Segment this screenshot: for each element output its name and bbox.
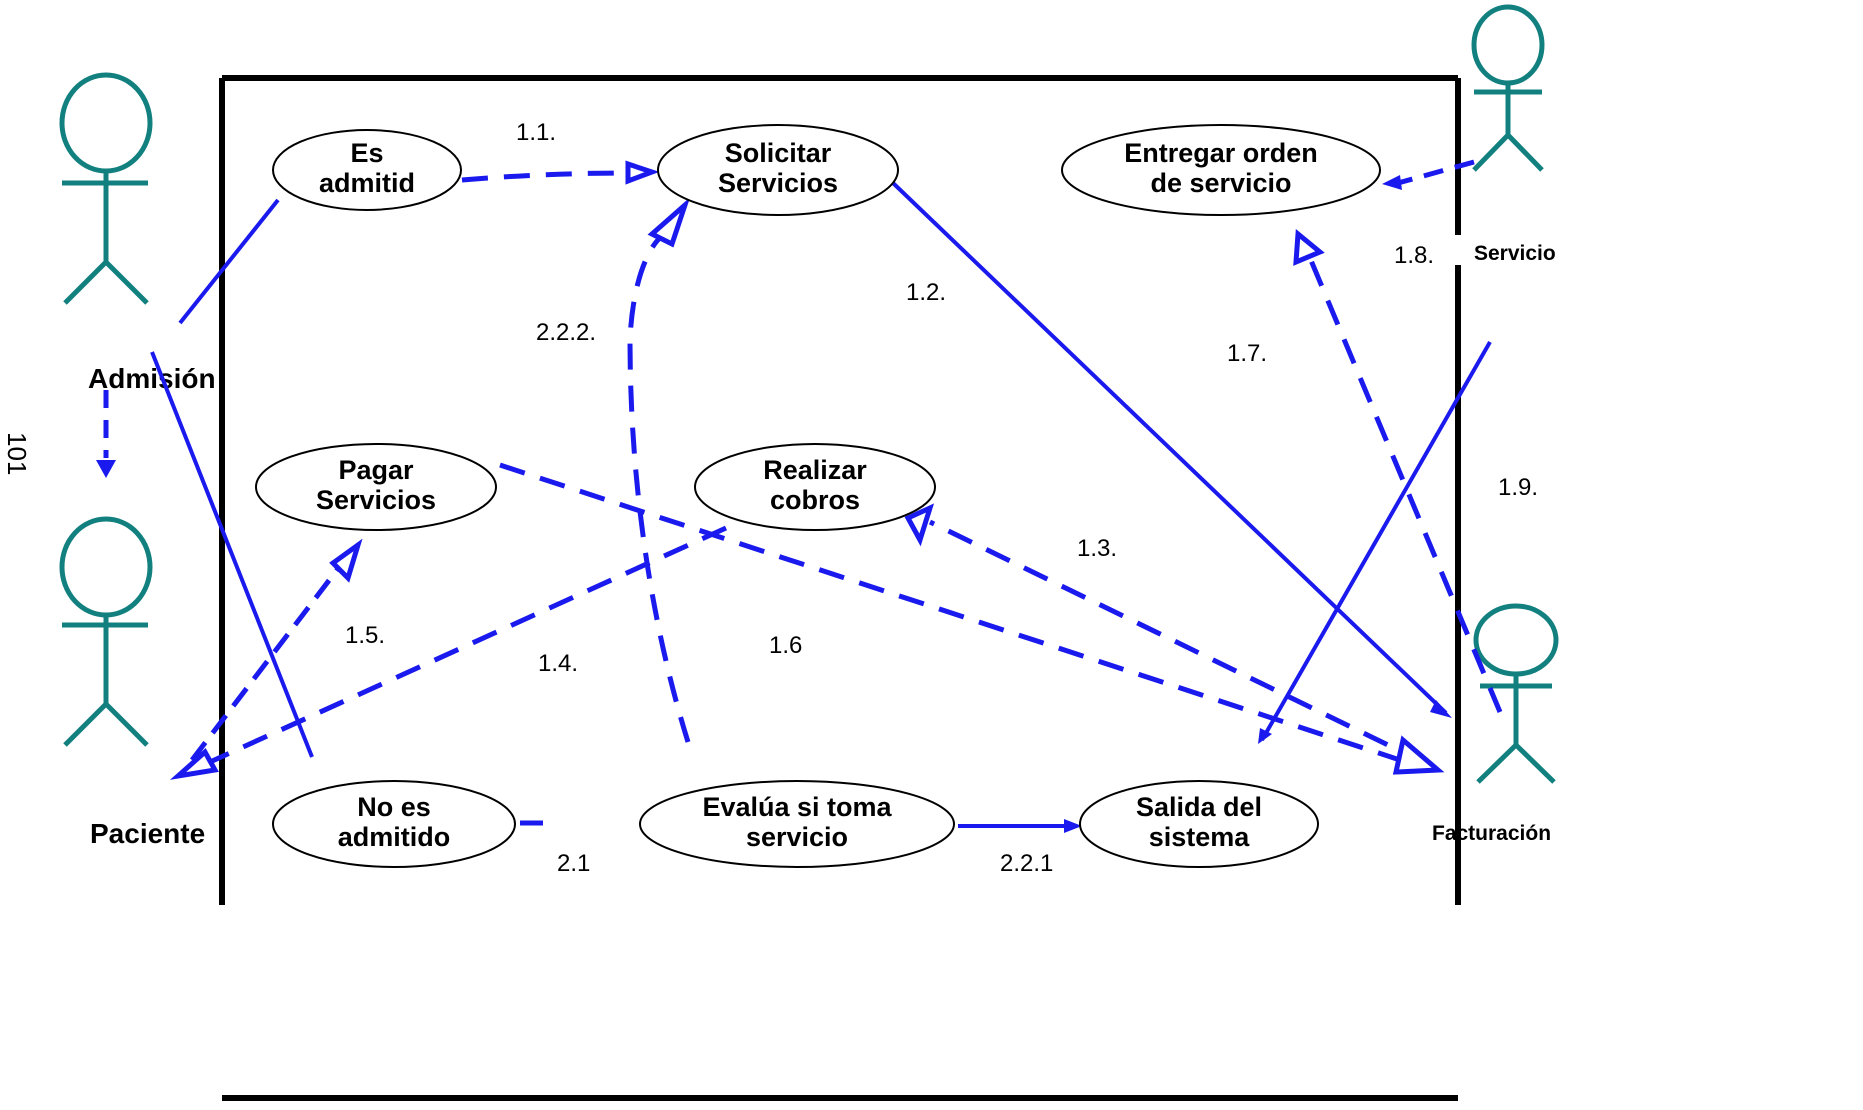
- uc-line-2: cobros: [770, 485, 860, 515]
- arrowhead-icon: [904, 503, 935, 547]
- arrowhead-icon: [1258, 728, 1272, 744]
- uc-line-2: servicio: [746, 822, 848, 852]
- actor-label-servicio: Servicio: [1474, 242, 1556, 265]
- actor-servicio: Servicio: [1471, 4, 1556, 265]
- flow-1-5: [190, 564, 342, 762]
- uc-line-2: admitido: [338, 822, 451, 852]
- arrowhead-icon: [1392, 735, 1445, 775]
- arrowhead-icon: [1064, 819, 1082, 833]
- stick-figure-icon: [59, 72, 153, 305]
- use-case-pagar-servicios: Pagar Servicios: [255, 443, 497, 531]
- uc-line-2: Servicios: [718, 168, 838, 198]
- stick-figure-icon: [59, 516, 153, 747]
- label-1-2: 1.2.: [906, 279, 946, 306]
- arrowhead-icon: [1382, 175, 1402, 190]
- arrowhead-icon: [169, 748, 219, 780]
- actor-facturacion: Facturación: [1432, 603, 1559, 845]
- actor-label-paciente: Paciente: [90, 818, 205, 849]
- label-2-2-1: 2.2.1: [1000, 850, 1053, 877]
- flow-1-1: [461, 170, 631, 183]
- label-2-1: 2.1: [557, 850, 590, 877]
- arrowhead-icon: [329, 538, 363, 583]
- actor-label-facturacion: Facturación: [1432, 822, 1551, 845]
- step-labels: 1.1. 1.2. 1.3. 1.4. 1.5. 1.6 1.7. 1.8. 1…: [345, 119, 1538, 877]
- system-boundary: [219, 75, 1461, 1101]
- assoc-admision-no-admitido: [150, 351, 314, 758]
- arrowhead-icon: [1293, 229, 1325, 266]
- flow-2-2-2: [627, 234, 691, 743]
- uc-line-1: Entregar orden: [1124, 138, 1318, 168]
- label-1-7: 1.7.: [1227, 340, 1267, 367]
- label-1-1: 1.1.: [516, 119, 556, 146]
- label-1-6: 1.6: [769, 632, 802, 659]
- uc-line-1: No es: [357, 792, 431, 822]
- uc-line-1: Realizar: [763, 455, 867, 485]
- actor-admision: Admisión: [59, 72, 216, 394]
- uc-line-1: Evalúa si toma: [702, 792, 892, 822]
- arrowhead-icon: [1430, 700, 1452, 718]
- use-case-salida-sistema: Salida del sistema: [1079, 780, 1319, 868]
- stick-figure-icon: [1473, 603, 1559, 784]
- uc-line-2: Servicios: [316, 485, 436, 515]
- label-1-8: 1.8.: [1394, 242, 1434, 269]
- label-2-2-2: 2.2.2.: [536, 319, 596, 346]
- label-1-5: 1.5.: [345, 622, 385, 649]
- uc-line-1: Pagar: [338, 455, 414, 485]
- uc-line-1: Es: [350, 138, 383, 168]
- flow-1-7: [1307, 257, 1503, 713]
- use-case-solicitar-servicios: Solicitar Servicios: [657, 124, 899, 216]
- label-1-9: 1.9.: [1498, 474, 1538, 501]
- use-case-no-es-admitido: No es admitido: [272, 780, 516, 868]
- flow-1-2: [891, 181, 1448, 715]
- stick-figure-icon: [1471, 4, 1545, 172]
- use-case-realizar-cobros: Realizar cobros: [694, 443, 936, 531]
- uc-line-1: Salida del: [1136, 792, 1262, 822]
- actor-label-admision: Admisión: [88, 363, 216, 394]
- use-case-entregar-orden: Entregar orden de servicio: [1061, 124, 1381, 216]
- label-1-3: 1.3.: [1077, 535, 1117, 562]
- arrowhead-icon: [96, 460, 116, 478]
- flow-1-8: [1397, 159, 1475, 186]
- use-case-evalua-servicio: Evalúa si toma servicio: [639, 780, 955, 868]
- uc-line-2: sistema: [1149, 822, 1251, 852]
- flow-1-4: [208, 525, 728, 765]
- label-1-4: 1.4.: [538, 650, 578, 677]
- connectors: [96, 159, 1503, 833]
- actor-paciente: Paciente: [59, 516, 205, 849]
- flow-1-9: [1260, 341, 1492, 741]
- page-number: 101: [2, 432, 32, 475]
- uc-line-1: Solicitar: [725, 138, 832, 168]
- uc-line-2: de servicio: [1150, 168, 1291, 198]
- flow-1-3: [928, 519, 1427, 766]
- assoc-admision-es-admitido: [178, 198, 280, 325]
- flow-1-6: [499, 462, 1401, 763]
- arrowhead-icon: [647, 197, 691, 248]
- arrowhead-icon: [625, 160, 660, 185]
- uc-line-2: admitid: [319, 168, 415, 198]
- use-case-es-admitido: Es admitid: [272, 129, 462, 211]
